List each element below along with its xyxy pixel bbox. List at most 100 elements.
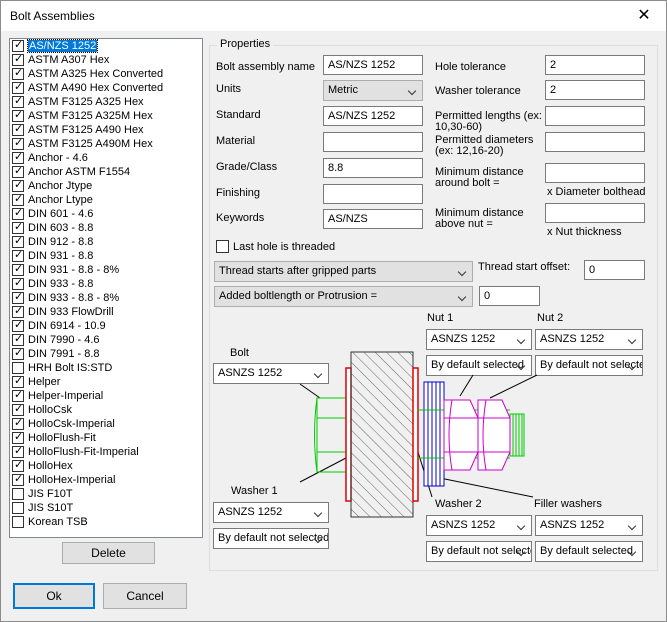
list-item-checkbox[interactable] (12, 389, 24, 402)
list-item[interactable]: DIN 931 - 8.8 - 8% (10, 263, 202, 277)
filler-select[interactable]: ASNZS 1252 (535, 515, 643, 536)
standard-input[interactable]: AS/NZS 1252 (323, 106, 423, 126)
list-item[interactable]: Helper (10, 375, 202, 389)
close-icon[interactable]: ✕ (637, 7, 651, 24)
list-item[interactable]: DIN 933 - 8.8 - 8% (10, 291, 202, 305)
list-item-checkbox[interactable] (12, 193, 24, 206)
list-item[interactable]: DIN 6914 - 10.9 (10, 319, 202, 333)
list-item-checkbox[interactable] (12, 179, 24, 192)
washer1-select[interactable]: ASNZS 1252 (213, 502, 329, 523)
delete-button[interactable]: Delete (62, 542, 155, 564)
list-item-checkbox[interactable] (12, 403, 24, 416)
last-hole-threaded-checkbox[interactable] (216, 240, 229, 253)
list-item-checkbox[interactable] (12, 221, 24, 234)
list-item[interactable]: Helper-Imperial (10, 389, 202, 403)
list-item-checkbox[interactable] (12, 375, 24, 388)
thread-starts-select[interactable]: Thread starts after gripped parts (214, 261, 473, 282)
nut2-select[interactable]: ASNZS 1252 (535, 329, 643, 350)
list-item[interactable]: Korean TSB (10, 515, 202, 529)
list-item-checkbox[interactable] (12, 249, 24, 262)
list-item-checkbox[interactable] (12, 81, 24, 94)
list-item[interactable]: ASTM F3125 A490M Hex (10, 137, 202, 151)
bolt-assembly-name-input[interactable]: AS/NZS 1252 (323, 55, 423, 75)
list-item-checkbox[interactable] (12, 53, 24, 66)
list-item-checkbox[interactable] (12, 109, 24, 122)
list-item-checkbox[interactable] (12, 502, 24, 514)
list-item[interactable]: HRH Bolt IS:STD (10, 361, 202, 375)
min-dist-bolt-input[interactable] (545, 163, 645, 183)
list-item[interactable]: JIS S10T (10, 501, 202, 515)
list-item[interactable]: HolloHex-Imperial (10, 473, 202, 487)
washer-tolerance-input[interactable]: 2 (545, 80, 645, 100)
list-item-checkbox[interactable] (12, 488, 24, 500)
nut1-option-select[interactable]: By default selected (426, 355, 532, 376)
list-item-checkbox[interactable] (12, 137, 24, 150)
list-item-checkbox[interactable] (12, 67, 24, 80)
list-item-checkbox[interactable] (12, 165, 24, 178)
list-item-checkbox[interactable] (12, 95, 24, 108)
list-item-checkbox[interactable] (12, 362, 24, 374)
list-item[interactable]: JIS F10T (10, 487, 202, 501)
list-item[interactable]: DIN 7991 - 8.8 (10, 347, 202, 361)
nut2-option-select[interactable]: By default not selected (535, 355, 643, 376)
list-item-checkbox[interactable] (12, 235, 24, 248)
washer2-select[interactable]: ASNZS 1252 (426, 515, 532, 536)
list-item[interactable]: Anchor - 4.6 (10, 151, 202, 165)
list-item-checkbox[interactable] (12, 263, 24, 276)
list-item[interactable]: ASTM F3125 A490 Hex (10, 123, 202, 137)
list-item[interactable]: DIN 933 - 8.8 (10, 277, 202, 291)
filler-option-select[interactable]: By default selected (535, 541, 643, 562)
list-item-checkbox[interactable] (12, 417, 24, 430)
list-item[interactable]: DIN 601 - 4.6 (10, 207, 202, 221)
list-item-checkbox[interactable] (12, 516, 24, 528)
list-item[interactable]: Anchor Jtype (10, 179, 202, 193)
grade-input[interactable]: 8.8 (323, 158, 423, 178)
list-item-checkbox[interactable] (12, 39, 24, 52)
list-item[interactable]: DIN 7990 - 4.6 (10, 333, 202, 347)
list-item[interactable]: ASTM A325 Hex Converted (10, 67, 202, 81)
list-item[interactable]: Anchor Ltype (10, 193, 202, 207)
list-item-checkbox[interactable] (12, 277, 24, 290)
list-item[interactable]: AS/NZS 1252 (10, 39, 202, 53)
nut1-select[interactable]: ASNZS 1252 (426, 329, 532, 350)
list-item[interactable]: DIN 603 - 8.8 (10, 221, 202, 235)
washer1-option-select[interactable]: By default not selected (213, 528, 329, 549)
keywords-input[interactable]: AS/NZS (323, 209, 423, 229)
list-item[interactable]: DIN 931 - 8.8 (10, 249, 202, 263)
bolt-select[interactable]: ASNZS 1252 (213, 363, 329, 384)
thread-start-offset-input[interactable]: 0 (584, 260, 645, 280)
permitted-lengths-input[interactable] (545, 106, 645, 126)
list-item[interactable]: HolloFlush-Fit-Imperial (10, 445, 202, 459)
hole-tolerance-input[interactable]: 2 (545, 55, 645, 75)
list-item-checkbox[interactable] (12, 459, 24, 472)
ok-button[interactable]: Ok (13, 583, 95, 609)
list-item[interactable]: Anchor ASTM F1554 (10, 165, 202, 179)
list-item-checkbox[interactable] (12, 445, 24, 458)
finishing-input[interactable] (323, 184, 423, 204)
list-item[interactable]: DIN 912 - 8.8 (10, 235, 202, 249)
list-item-checkbox[interactable] (12, 207, 24, 220)
list-item-checkbox[interactable] (12, 319, 24, 332)
material-input[interactable] (323, 132, 423, 152)
list-item[interactable]: ASTM A307 Hex (10, 53, 202, 67)
list-item-checkbox[interactable] (12, 151, 24, 164)
min-dist-nut-input[interactable] (545, 203, 645, 223)
assembly-list[interactable]: AS/NZS 1252ASTM A307 HexASTM A325 Hex Co… (9, 38, 203, 538)
list-item-checkbox[interactable] (12, 473, 24, 486)
list-item-checkbox[interactable] (12, 123, 24, 136)
list-item[interactable]: HolloCsk (10, 403, 202, 417)
permitted-diameters-input[interactable] (545, 132, 645, 152)
cancel-button[interactable]: Cancel (103, 583, 187, 609)
list-item[interactable]: HolloHex (10, 459, 202, 473)
list-item-checkbox[interactable] (12, 291, 24, 304)
added-boltlength-select[interactable]: Added boltlength or Protrusion = (214, 286, 473, 307)
list-item-checkbox[interactable] (12, 347, 24, 360)
list-item-checkbox[interactable] (12, 431, 24, 444)
washer2-option-select[interactable]: By default not selected (426, 541, 532, 562)
added-boltlength-input[interactable]: 0 (479, 286, 540, 306)
list-item[interactable]: ASTM F3125 A325 Hex (10, 95, 202, 109)
list-item-checkbox[interactable] (12, 333, 24, 346)
list-item[interactable]: HolloCsk-Imperial (10, 417, 202, 431)
list-item[interactable]: ASTM A490 Hex Converted (10, 81, 202, 95)
list-item[interactable]: ASTM F3125 A325M Hex (10, 109, 202, 123)
